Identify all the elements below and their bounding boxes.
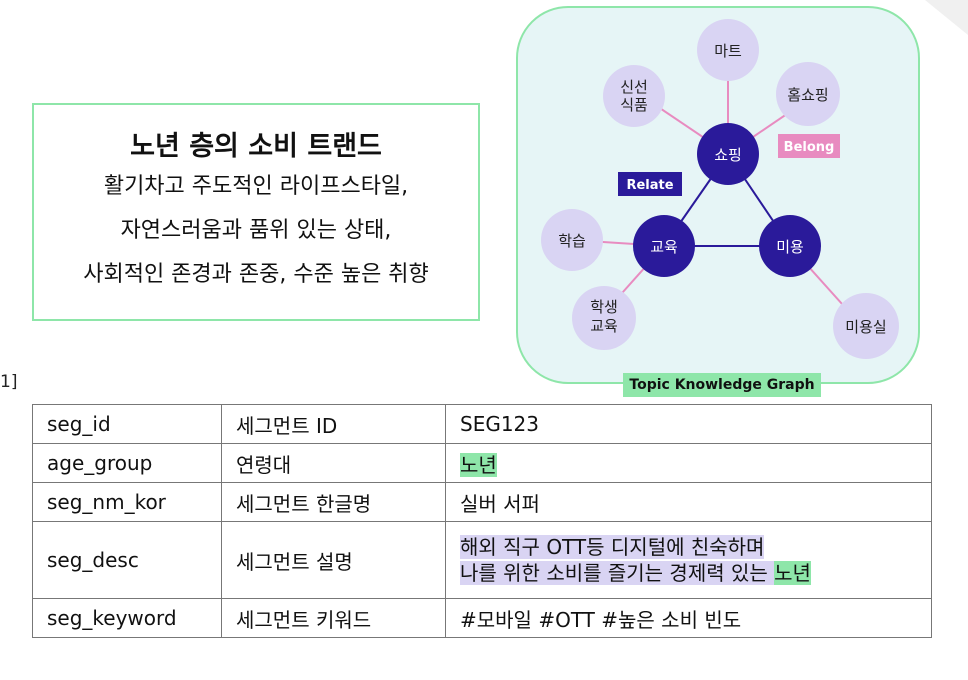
tag-belong-label: Belong [784,140,835,155]
node-beauty: 미용 [759,215,821,277]
table-row: seg_keyword 세그먼트 키워드 #모바일 #OTT #높은 소비 빈도 [32,598,932,638]
row-label: 연령대 [221,443,446,483]
age-group-highlight: 노년 [460,452,497,477]
trend-title: 노년 층의 소비 트랜드 [130,131,382,162]
node-fresh-label-1: 신선 [620,78,648,96]
row-value: SEG123 [445,404,932,444]
knowledge-graph: 마트 신선 식품 홈쇼핑 학습 학생 교육 미용실 쇼핑 교육 미용 Belon… [541,19,899,359]
trend-box: 노년 층의 소비 트랜드 활기차고 주도적인 라이프스타일, 자연스러움과 품위… [32,103,480,321]
row-key: seg_keyword [32,598,222,638]
node-shopping-label: 쇼핑 [714,146,742,164]
desc-line-2: 나를 위한 소비를 즐기는 경제력 있는 노년 [460,560,917,586]
trend-line-3: 사회적인 존경과 존중, 수준 높은 취향 [83,262,429,287]
table-row: seg_id 세그먼트 ID SEG123 [32,404,932,444]
row-key: seg_desc [32,521,222,599]
desc-line-2-text: 나를 위한 소비를 즐기는 경제력 있는 [460,561,768,585]
side-label: 1] [0,372,18,392]
row-key: seg_nm_kor [32,482,222,522]
node-homeshopping: 홈쇼핑 [776,62,840,126]
trend-line-2: 자연스러움과 품위 있는 상태, [120,218,392,243]
node-student-label-1: 학생 [590,298,618,316]
row-value: #모바일 #OTT #높은 소비 빈도 [445,598,932,638]
row-key: age_group [32,443,222,483]
row-label: 세그먼트 설명 [221,521,446,599]
desc-space [767,561,775,585]
desc-line-1: 해외 직구 OTT등 디지털에 친숙하며 [460,534,917,560]
row-value: 실버 서퍼 [445,482,932,522]
node-shopping: 쇼핑 [697,123,759,185]
row-label: 세그먼트 ID [221,404,446,444]
desc-line-1-text: 해외 직구 OTT등 디지털에 친숙하며 [460,535,765,559]
node-salon: 미용실 [833,293,899,359]
node-student-label-2: 교육 [590,317,618,335]
node-student-education: 학생 교육 [572,286,636,350]
segment-table: seg_id 세그먼트 ID SEG123 age_group 연령대 노년 s… [32,404,932,638]
trend-line-1: 활기차고 주도적인 라이프스타일, [103,174,409,199]
row-label: 세그먼트 한글명 [221,482,446,522]
node-mart: 마트 [697,19,759,81]
tag-relate-label: Relate [626,178,673,193]
node-beauty-label: 미용 [776,238,804,256]
row-value: 노년 [445,443,932,483]
node-education-label: 교육 [650,238,678,256]
node-fresh-food: 신선 식품 [603,65,665,127]
node-salon-label: 미용실 [845,318,886,336]
node-education: 교육 [633,215,695,277]
table-row: seg_desc 세그먼트 설명 해외 직구 OTT등 디지털에 친숙하며 나를… [32,521,932,599]
row-key: seg_id [32,404,222,444]
tag-relate: Relate [618,172,682,196]
node-homeshopping-label: 홈쇼핑 [787,86,828,104]
node-mart-label: 마트 [714,42,742,60]
table-row: seg_nm_kor 세그먼트 한글명 실버 서퍼 [32,482,932,522]
node-fresh-label-2: 식품 [620,96,648,114]
graph-caption: Topic Knowledge Graph [623,373,821,397]
desc-highlight: 노년 [774,561,811,585]
table-row: age_group 연령대 노년 [32,443,932,483]
node-study: 학습 [541,209,603,271]
row-label: 세그먼트 키워드 [221,598,446,638]
tag-belong: Belong [778,134,840,158]
node-study-label: 학습 [558,232,586,250]
row-value: 해외 직구 OTT등 디지털에 친숙하며 나를 위한 소비를 즐기는 경제력 있… [445,521,932,599]
